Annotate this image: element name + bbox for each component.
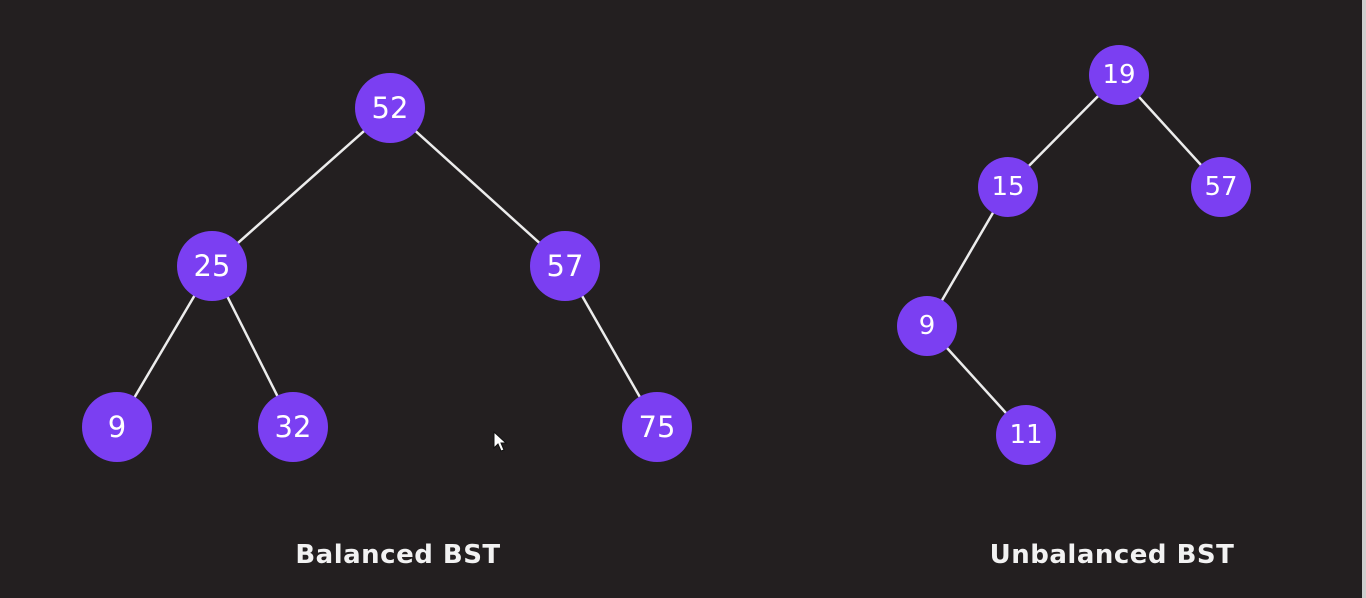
unbalanced-bst: 19 15 57 9 11 — [897, 45, 1251, 465]
unbalanced-bst-caption: Unbalanced BST — [989, 540, 1235, 570]
node-label: 57 — [547, 249, 584, 283]
node-label: 19 — [1102, 60, 1135, 90]
node-label: 25 — [194, 249, 231, 283]
unbalanced-node-57: 57 — [1191, 157, 1251, 217]
balanced-node-75: 75 — [622, 392, 692, 462]
balanced-node-52: 52 — [355, 73, 425, 143]
unbalanced-node-15: 15 — [978, 157, 1038, 217]
unbalanced-node-9: 9 — [897, 296, 957, 356]
node-label: 32 — [275, 410, 312, 444]
unbalanced-node-11: 11 — [996, 405, 1056, 465]
balanced-bst: 52 25 57 9 32 75 — [82, 73, 692, 462]
node-label: 57 — [1204, 172, 1237, 202]
edge-52-25 — [211, 107, 391, 267]
node-label: 9 — [108, 410, 126, 444]
node-label: 52 — [372, 91, 409, 125]
window-edge — [1362, 0, 1366, 598]
node-label: 11 — [1009, 420, 1042, 450]
balanced-bst-caption: Balanced BST — [295, 540, 501, 570]
node-label: 15 — [991, 172, 1024, 202]
edge-52-57 — [389, 107, 566, 267]
balanced-node-57: 57 — [530, 231, 600, 301]
node-label: 9 — [919, 311, 936, 341]
mouse-pointer-icon — [493, 430, 508, 452]
balanced-node-9: 9 — [82, 392, 152, 462]
node-label: 75 — [639, 410, 676, 444]
unbalanced-node-19: 19 — [1089, 45, 1149, 105]
balanced-node-25: 25 — [177, 231, 247, 301]
balanced-node-32: 32 — [258, 392, 328, 462]
unbalanced-edges — [925, 74, 1222, 436]
